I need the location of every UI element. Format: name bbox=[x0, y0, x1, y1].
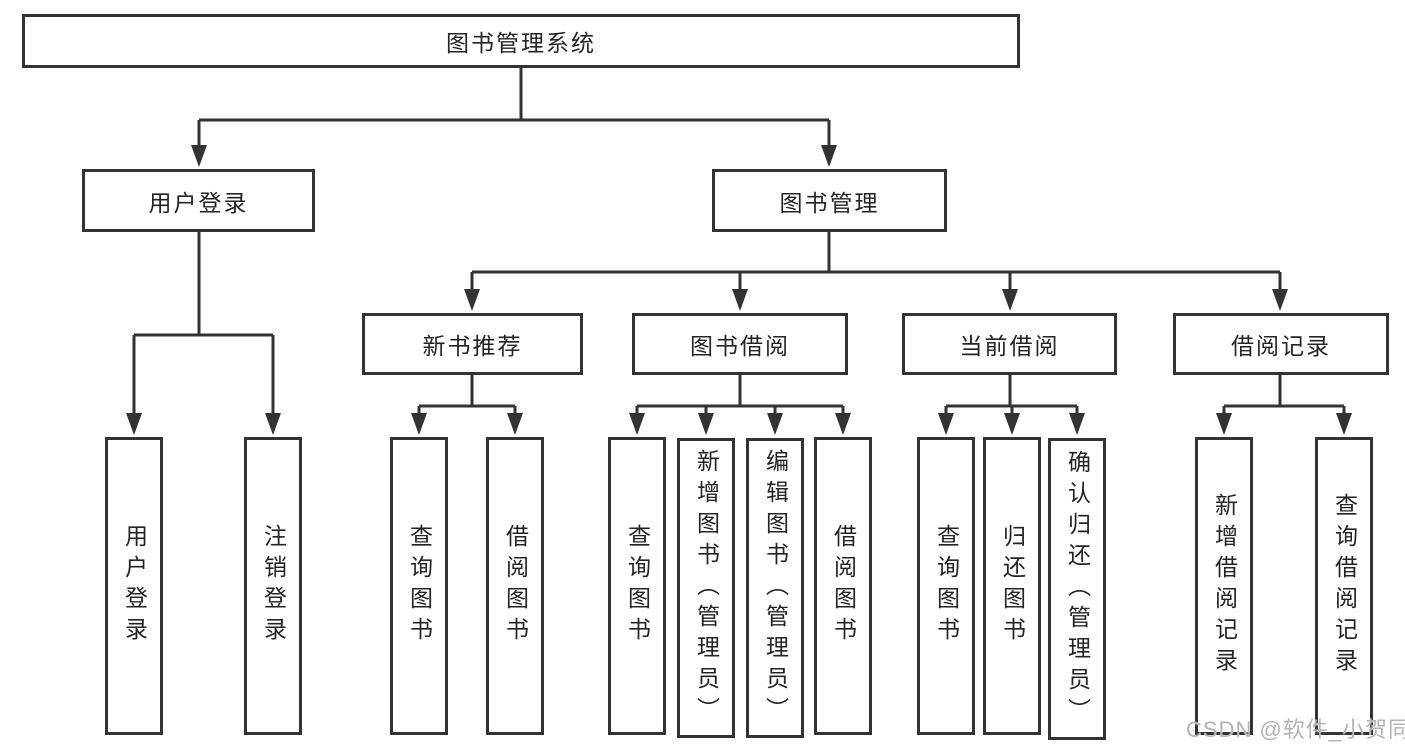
node-borrow-records-label: 借阅记录 bbox=[1231, 333, 1331, 359]
node-leaf-cb-query-books: 查询图书 bbox=[917, 437, 975, 735]
arrowheads-current-borrow-branch bbox=[938, 413, 1085, 435]
node-leaf-rec-query-record-label: 查询借阅记录 bbox=[1331, 493, 1358, 679]
connector-root-to-level2 bbox=[197, 68, 831, 147]
node-leaf-nb-query-books: 查询图书 bbox=[390, 437, 448, 735]
node-leaf-user-login: 用户登录 bbox=[105, 437, 163, 735]
node-borrow-records: 借阅记录 bbox=[1173, 313, 1389, 375]
node-root: 图书管理系统 bbox=[22, 14, 1020, 68]
arrowheads-borrow-records-branch bbox=[1216, 413, 1352, 435]
arrowheads-book-borrow-branch bbox=[629, 413, 851, 435]
node-book-borrow: 图书借阅 bbox=[632, 313, 848, 375]
node-current-borrow: 当前借阅 bbox=[902, 313, 1117, 375]
node-leaf-rec-query-record: 查询借阅记录 bbox=[1315, 437, 1373, 735]
node-book-mgmt-label: 图书管理 bbox=[779, 189, 880, 216]
connector-current-borrow-branch bbox=[944, 375, 1079, 414]
node-leaf-cb-confirm-return: 确认归还（管理员） bbox=[1048, 438, 1106, 740]
arrowheads-new-book-branch bbox=[411, 413, 523, 435]
node-leaf-bb-edit-books-label: 编辑图书（管理员） bbox=[762, 448, 789, 728]
connector-book-borrow-branch bbox=[635, 375, 845, 414]
arrowheads-user-login-branch bbox=[126, 413, 281, 435]
node-leaf-bb-add-books-label: 新增图书（管理员） bbox=[693, 448, 720, 728]
node-root-label: 图书管理系统 bbox=[446, 30, 596, 56]
node-leaf-bb-query-books: 查询图书 bbox=[608, 437, 666, 735]
node-book-borrow-label: 图书借阅 bbox=[690, 333, 790, 359]
node-book-mgmt: 图书管理 bbox=[712, 169, 947, 232]
node-leaf-bb-add-books: 新增图书（管理员） bbox=[677, 438, 735, 738]
node-current-borrow-label: 当前借阅 bbox=[959, 333, 1060, 359]
node-user-login-label: 用户登录 bbox=[148, 189, 249, 216]
node-leaf-cb-confirm-return-label: 确认归还（管理员） bbox=[1064, 449, 1091, 729]
node-leaf-bb-borrow-books-label: 借阅图书 bbox=[830, 524, 857, 648]
connector-borrow-records-branch bbox=[1222, 375, 1346, 414]
node-leaf-rec-add-record-label: 新增借阅记录 bbox=[1211, 493, 1238, 679]
node-leaf-cb-return-books-label: 归还图书 bbox=[999, 524, 1026, 648]
node-leaf-user-login-label: 用户登录 bbox=[121, 524, 148, 648]
node-leaf-nb-query-books-label: 查询图书 bbox=[406, 524, 433, 648]
node-user-login: 用户登录 bbox=[82, 169, 315, 232]
arrowheads-level2 bbox=[191, 145, 837, 167]
node-leaf-logout-login-label: 注销登录 bbox=[260, 524, 287, 648]
connector-user-login-branch bbox=[132, 232, 275, 414]
node-leaf-nb-borrow-books: 借阅图书 bbox=[486, 437, 544, 735]
node-leaf-bb-edit-books: 编辑图书（管理员） bbox=[746, 438, 804, 738]
connector-new-book-branch bbox=[417, 375, 517, 414]
node-leaf-nb-borrow-books-label: 借阅图书 bbox=[502, 524, 529, 648]
arrowheads-book-mgmt-branch bbox=[464, 289, 1288, 311]
node-leaf-cb-return-books: 归还图书 bbox=[983, 437, 1041, 735]
node-leaf-cb-query-books-label: 查询图书 bbox=[933, 524, 960, 648]
node-leaf-bb-query-books-label: 查询图书 bbox=[624, 524, 651, 648]
csdn-watermark: CSDN @软件_小贺同学 bbox=[1186, 717, 1405, 742]
node-leaf-bb-borrow-books: 借阅图书 bbox=[814, 437, 872, 735]
connector-book-mgmt-branch bbox=[470, 232, 1282, 290]
node-new-book-recommend: 新书推荐 bbox=[362, 313, 583, 375]
node-leaf-logout-login: 注销登录 bbox=[244, 437, 302, 735]
node-leaf-rec-add-record: 新增借阅记录 bbox=[1195, 437, 1253, 735]
node-new-book-recommend-label: 新书推荐 bbox=[422, 333, 523, 359]
